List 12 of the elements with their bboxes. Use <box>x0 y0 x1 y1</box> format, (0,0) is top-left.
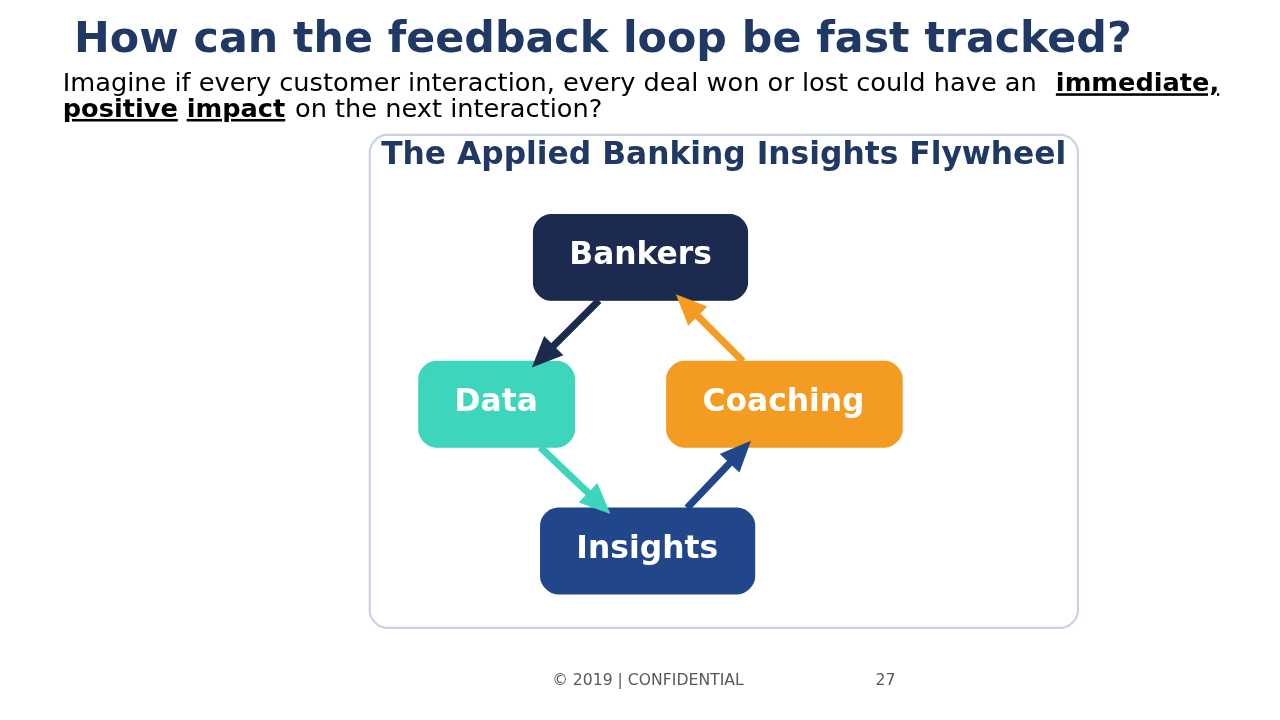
diagram-title: How can the feedback loop be fast tracked? <box>73 12 1132 63</box>
arrow <box>684 440 751 511</box>
label: Imagine if every customer interaction, every deal won or lost could have an immediate, positive impact on the next interaction? <box>62 67 1219 123</box>
label: © 2019 | CONFIDENTIAL <box>551 669 744 689</box>
arrow <box>537 444 610 515</box>
arrow <box>675 294 745 364</box>
arrow <box>531 297 601 368</box>
label: 27 <box>875 669 896 689</box>
node-box: Data <box>417 360 575 448</box>
node-box: Bankers <box>532 213 748 301</box>
node-box: Coaching <box>665 360 903 448</box>
node-box: Insights <box>539 507 755 595</box>
